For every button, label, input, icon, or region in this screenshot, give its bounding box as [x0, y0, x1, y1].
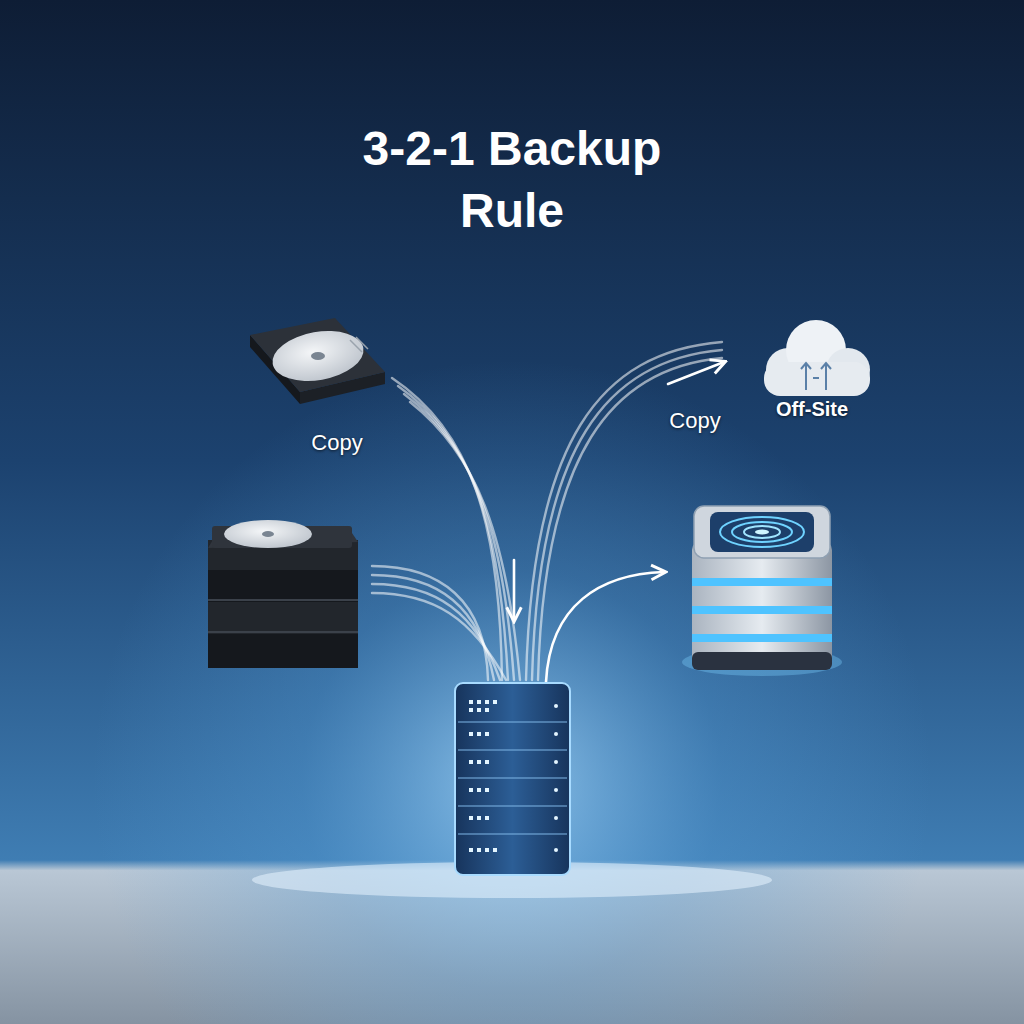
node-label: Off-Site [752, 398, 872, 421]
copy-label: Copy [650, 408, 740, 434]
cloud-icon [764, 320, 870, 396]
storage-server-icon [682, 506, 842, 676]
title: 3-2-1 Backup Rule [352, 118, 672, 242]
cloud-node: Off-Site [752, 398, 872, 428]
disk-node: Copy [272, 430, 402, 464]
server-icon [455, 683, 570, 875]
node-label: Copy [272, 430, 402, 456]
disk-icon [250, 318, 385, 404]
disk-stack-icon [208, 520, 358, 668]
